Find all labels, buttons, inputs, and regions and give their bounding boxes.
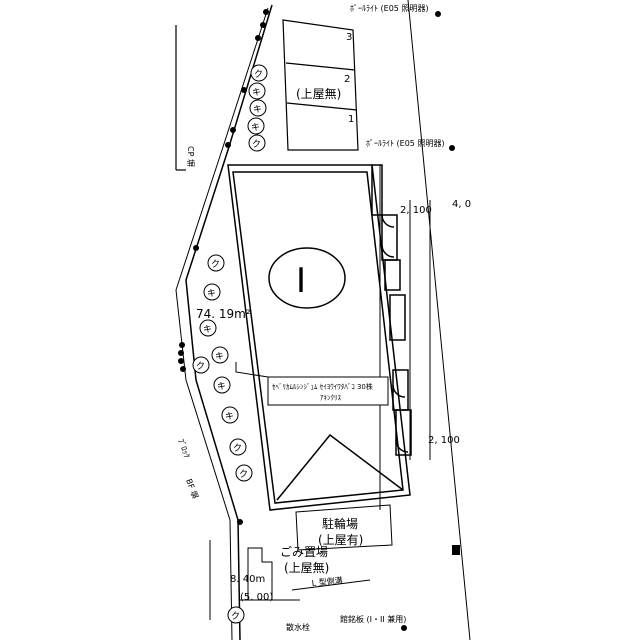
planting-note-box — [267, 376, 389, 406]
building-outline — [227, 164, 412, 511]
parking-lot — [282, 19, 359, 151]
garbage-area — [240, 547, 300, 601]
l-gutter-line — [291, 579, 371, 591]
pole-light-top-label: ﾎﾟｰﾙﾗｲﾄ (E05 照明器) — [350, 4, 429, 13]
dimension-far-right: 4, 0 — [452, 199, 471, 210]
left-boundary — [175, 4, 273, 640]
drain-label: 散水栓 — [286, 622, 310, 632]
pole-light-top-icon — [435, 11, 441, 17]
shrub-label: キ — [225, 412, 234, 422]
shrubs-lower — [192, 254, 253, 482]
parking-number-2: 2 — [344, 74, 350, 85]
shrub-label: キ — [215, 352, 224, 362]
shrub-label: キ — [253, 105, 262, 115]
dimension-right-bottom: 2, 100 — [428, 435, 460, 446]
shrub-bottom — [227, 606, 245, 624]
shrub-label: ク — [254, 69, 263, 80]
shrub-label: ク — [233, 443, 242, 454]
sign-label: 館銘板 (I・II 兼用) — [340, 614, 406, 624]
building-mark: I — [296, 261, 306, 301]
planting-note-line2: ｱｷﾝｸﾘｽ — [320, 394, 341, 402]
shrub-label: キ — [203, 325, 212, 335]
bicycle-parking-label: 駐輪場 — [322, 516, 358, 531]
pole-light-mid-icon — [449, 145, 455, 151]
shrub-label: キ — [217, 382, 226, 392]
shrub-label: キ — [252, 88, 261, 98]
planting-note-leader — [235, 362, 269, 378]
parking-number-1: 1 — [348, 114, 354, 125]
shrub-label: キ — [207, 289, 216, 299]
right-boundary — [379, 0, 471, 640]
boundary-posts — [178, 9, 269, 525]
shrub-label: ク — [196, 361, 205, 372]
dimension-right-top: 2, 100 — [400, 205, 432, 216]
shrub-label: ク — [231, 611, 240, 622]
garbage-area-roof: (上屋無) — [284, 560, 329, 575]
shrub-label: ク — [252, 139, 261, 150]
shrub-label: ク — [239, 469, 248, 480]
garbage-area-label: ごみ置場 — [280, 544, 328, 559]
planting-note-line1: ｾﾍﾞﾘｶﾑﾙｼﾝｼﾞｭﾑ ｾｲﾖｳｲﾜﾀﾊﾞｺ 30株 — [272, 382, 373, 391]
left-bf-label: BF 塀 — [184, 477, 200, 500]
shrub-label: キ — [251, 123, 260, 133]
bicycle-parking-roof: (上屋有) — [318, 533, 363, 547]
pole-light-mid-label: ﾎﾟｰﾙﾗｲﾄ (E05 照明器) — [366, 139, 445, 148]
sign-marker — [401, 625, 407, 631]
corner-marker — [452, 545, 460, 555]
parking-roof-label: (上屋無) — [296, 86, 341, 101]
garbage-area-size: 8. 40m — [230, 574, 265, 585]
shrubs-upper — [247, 64, 268, 152]
left-cp-label: CP 塀 — [186, 146, 196, 167]
green-area-label: 74. 19m² — [196, 307, 251, 321]
bicycle-parking — [295, 504, 393, 551]
l-gutter-label: L 型側溝 — [311, 575, 343, 588]
parking-number-3: 3 — [346, 32, 352, 43]
left-block-label: ﾌﾞﾛｯｸ — [176, 438, 191, 460]
building-mark-circle — [268, 247, 346, 309]
bottom-dimension: (5. 00) — [240, 592, 273, 603]
shrub-label: ク — [211, 259, 220, 270]
